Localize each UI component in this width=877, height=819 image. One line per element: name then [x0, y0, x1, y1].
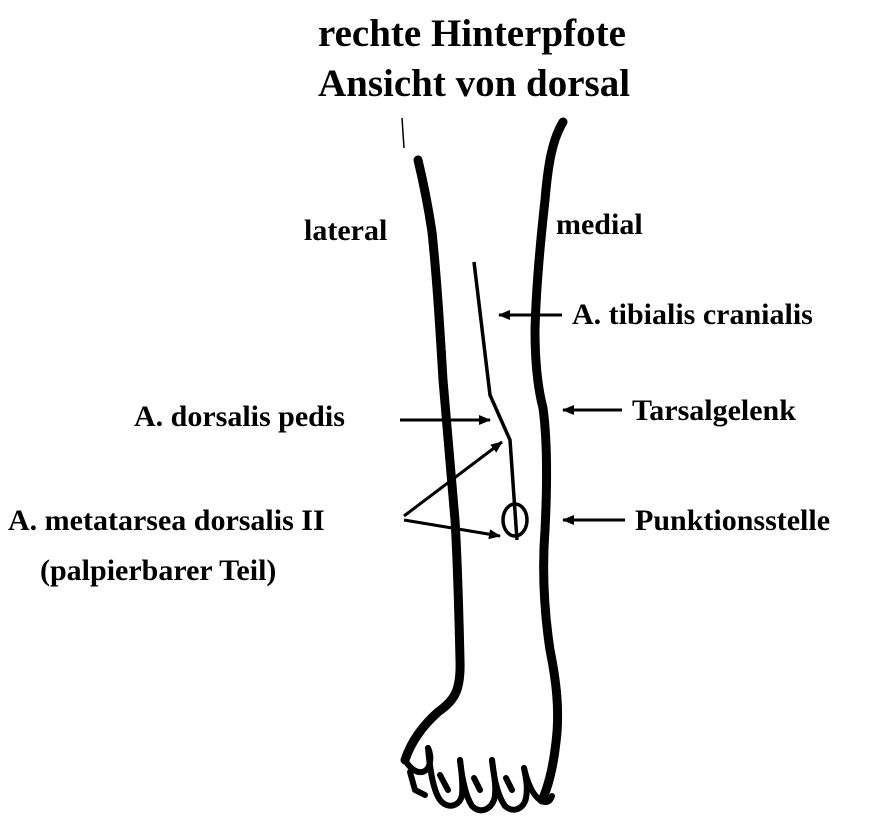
artery-line: [474, 262, 517, 540]
title-line-1: rechte Hinterpfote: [318, 14, 626, 53]
label-tibialis-cranialis: A. tibialis cranialis: [572, 300, 813, 330]
label-metatarsea-dorsalis: A. metatarsea dorsalis II: [8, 506, 325, 536]
label-tarsalgelenk: Tarsalgelenk: [632, 396, 796, 426]
label-palpierbarer-teil: (palpierbarer Teil): [40, 556, 276, 586]
label-punktionsstelle: Punktionsstelle: [635, 506, 830, 536]
title-line-2: Ansicht von dorsal: [318, 64, 630, 103]
label-dorsalis-pedis: A. dorsalis pedis: [134, 402, 345, 432]
sketch-mark: [402, 118, 404, 148]
label-medial: medial: [556, 210, 643, 240]
toes: [405, 748, 552, 810]
leg-lateral-outline: [405, 160, 460, 760]
label-lateral: lateral: [304, 216, 387, 246]
